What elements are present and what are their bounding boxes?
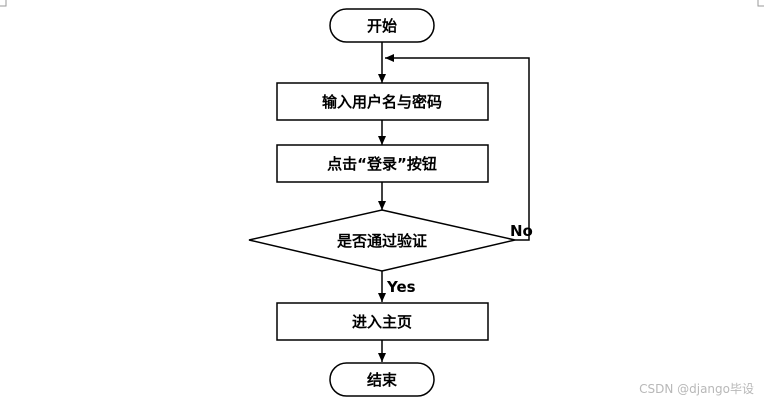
edge-check-no-loop (385, 54, 530, 241)
node-end: 结束 (329, 362, 435, 397)
edge-label-no: No (510, 222, 533, 240)
edges (378, 42, 530, 362)
node-click: 点击“登录”按钮 (276, 144, 489, 183)
start-terminal-shape (329, 8, 435, 43)
input-label: 输入用户名与密码 (322, 93, 442, 111)
watermark: CSDN @django毕设 (639, 382, 754, 396)
home-process-box (276, 302, 489, 341)
start-label: 开始 (367, 17, 397, 35)
node-check: 是否通过验证 (248, 209, 516, 272)
node-input: 输入用户名与密码 (276, 82, 489, 121)
input-process-box (276, 82, 489, 121)
click-process-box (276, 144, 489, 183)
home-label: 进入主页 (352, 313, 412, 331)
check-decision-diamond (248, 209, 516, 272)
edge-label-yes: Yes (386, 278, 416, 296)
check-label: 是否通过验证 (336, 232, 427, 250)
node-home: 进入主页 (276, 302, 489, 341)
end-terminal-shape (329, 362, 435, 397)
click-label: 点击“登录”按钮 (327, 155, 437, 173)
end-label: 结束 (367, 371, 398, 389)
node-start: 开始 (329, 8, 435, 43)
corner-mark-top-left (0, 0, 7, 7)
corner-mark-top-right (757, 0, 764, 7)
